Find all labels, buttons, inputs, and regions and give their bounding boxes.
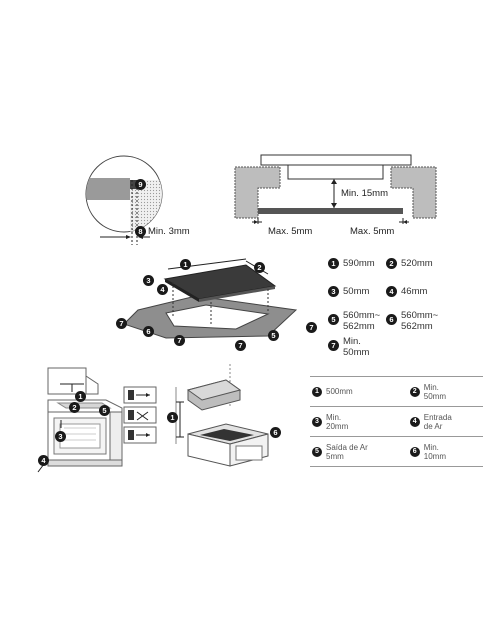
- install-badge-2: 2: [69, 402, 80, 413]
- airflow-detail-panels: [123, 386, 157, 444]
- dim-value-6: 560mm~ 562mm: [401, 310, 439, 332]
- table-cell: 6 Min. 10mm: [407, 436, 483, 467]
- req-badge-2: 2: [409, 386, 420, 397]
- cutout-badge-3: 3: [143, 275, 154, 286]
- dim-badge-7: 7: [328, 340, 339, 351]
- cutout-badge-7b: 7: [174, 335, 185, 346]
- install-badge-1: 1: [75, 391, 86, 402]
- table-cell: 2 Min. 50mm: [407, 376, 483, 407]
- dim-item-7: 7 Min. 50mm: [328, 336, 369, 358]
- cutout-badge-2: 2: [254, 262, 265, 273]
- req-text-1: 500mm: [326, 387, 353, 396]
- dim-value-3: 50mm: [343, 286, 370, 297]
- table-row: 1 500mm 2 Min. 50mm: [310, 376, 483, 407]
- min-15mm-label: Min. 15mm: [341, 188, 388, 199]
- table-row: 5 Saída de Ar 5mm 6 Min. 10mm: [310, 436, 483, 467]
- table-cell: 3 Min. 20mm: [310, 406, 408, 437]
- requirements-table: 1 500mm 2 Min. 50mm 3 Min. 20mm 4 Entrad…: [310, 376, 483, 467]
- req-text-6: Min. 10mm: [423, 442, 446, 461]
- req-text-3: Min. 20mm: [326, 412, 349, 431]
- install-badge-4: 4: [38, 455, 49, 466]
- table-cell: 1 500mm: [310, 376, 408, 407]
- cutout-badge-7a: 7: [116, 318, 127, 329]
- min-3mm-label: Min. 3mm: [148, 226, 190, 237]
- cutout-badge-7d: 7: [306, 322, 317, 333]
- dim-item-3: 3 50mm: [328, 286, 369, 297]
- dim-badge-6: 6: [386, 314, 397, 325]
- cutout-diagram: [123, 258, 298, 339]
- dim-badge-3: 3: [328, 286, 339, 297]
- dim-item-6: 6 560mm~ 562mm: [386, 310, 438, 332]
- dim-badge-1: 1: [328, 258, 339, 269]
- cutout-badge-7c: 7: [235, 340, 246, 351]
- dim-value-4: 46mm: [401, 286, 428, 297]
- max-5mm-left-label: Max. 5mm: [268, 226, 313, 237]
- cutout-badge-6: 6: [143, 326, 154, 337]
- badge-8: 8: [135, 226, 146, 237]
- cutout-badge-1: 1: [180, 259, 191, 270]
- section-view-diagram: [234, 154, 437, 224]
- hood-badge-6: 6: [270, 427, 281, 438]
- table-cell: 5 Saída de Ar 5mm: [310, 436, 408, 467]
- table-row: 3 Min. 20mm 4 Entrada de Ar: [310, 406, 483, 437]
- detail-circle-diagram: [85, 155, 163, 245]
- table-cell: 4 Entrada de Ar: [407, 406, 483, 437]
- dim-value-1: 590mm: [343, 258, 375, 269]
- req-badge-5: 5: [312, 446, 322, 457]
- req-badge-4: 4: [409, 416, 420, 427]
- cutout-badge-4: 4: [157, 284, 168, 295]
- dim-badge-5: 5: [328, 314, 339, 325]
- dim-item-5: 5 560mm~ 562mm: [328, 310, 380, 332]
- install-badge-3: 3: [55, 431, 66, 442]
- req-badge-3: 3: [312, 416, 322, 427]
- max-5mm-right-label: Max. 5mm: [350, 226, 395, 237]
- dim-value-5: 560mm~ 562mm: [343, 310, 381, 332]
- dim-value-7: Min. 50mm: [343, 336, 370, 358]
- cutout-badge-5: 5: [268, 330, 279, 341]
- dim-item-2: 2 520mm: [386, 258, 433, 269]
- req-text-2: Min. 50mm: [423, 382, 446, 401]
- req-badge-6: 6: [409, 446, 420, 457]
- hood-cabinet-diagram: [175, 364, 269, 467]
- dim-badge-4: 4: [386, 286, 397, 297]
- dim-badge-2: 2: [386, 258, 397, 269]
- install-badge-5: 5: [99, 405, 110, 416]
- hood-badge-1: 1: [167, 412, 178, 423]
- req-badge-1: 1: [312, 386, 322, 397]
- dim-item-4: 4 46mm: [386, 286, 427, 297]
- dim-value-2: 520mm: [401, 258, 433, 269]
- req-text-4: Entrada de Ar: [423, 412, 452, 431]
- dim-item-1: 1 590mm: [328, 258, 375, 269]
- req-text-5: Saída de Ar 5mm: [326, 442, 368, 461]
- badge-9: 9: [135, 179, 146, 190]
